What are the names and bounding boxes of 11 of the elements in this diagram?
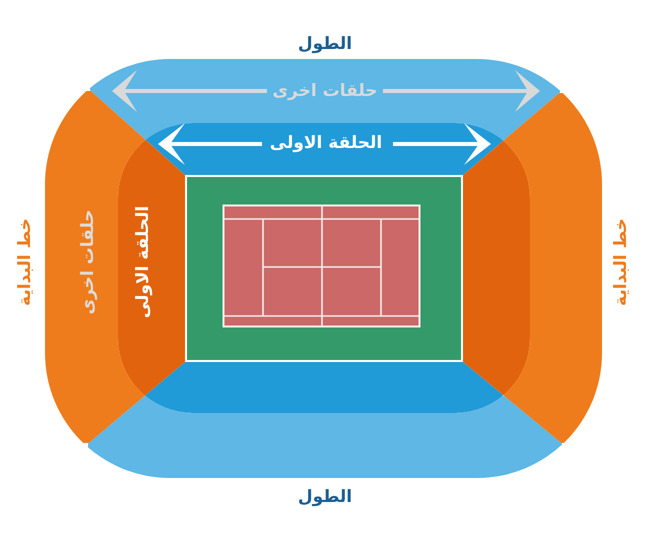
axis-label: الطول	[298, 486, 352, 508]
section-label: حلقات اخرى	[78, 209, 98, 315]
axis-label: الطول	[298, 34, 352, 54]
section-label: حلقات اخرى	[272, 80, 378, 102]
seating-section	[118, 140, 185, 397]
side-label: خط البداية	[610, 218, 632, 306]
side-label: خط البداية	[14, 218, 36, 306]
seating-section	[145, 362, 504, 413]
section-label: الحلقة الاولى	[132, 206, 154, 318]
seating-section	[463, 140, 530, 397]
section-label: الحلقة الاولى	[270, 132, 382, 154]
